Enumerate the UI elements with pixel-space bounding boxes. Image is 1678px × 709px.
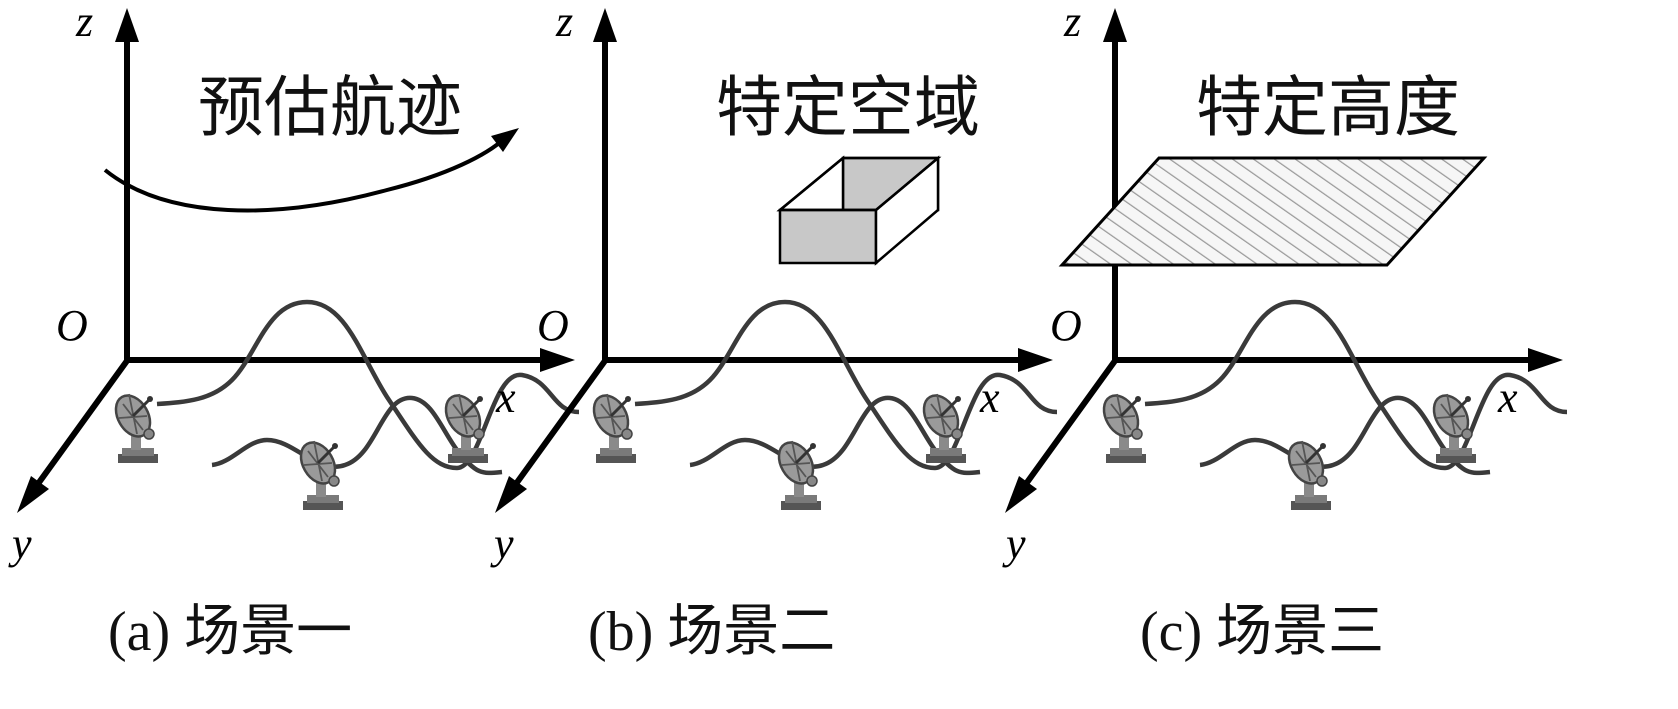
radar-icon bbox=[915, 387, 968, 465]
radar-icon bbox=[1280, 434, 1333, 512]
panel-title: 预估航迹 bbox=[198, 69, 462, 146]
estimated-trajectory bbox=[103, 136, 507, 213]
origin-label: O bbox=[1050, 301, 1082, 350]
radar-icon bbox=[292, 434, 345, 512]
airspace-box bbox=[776, 155, 942, 266]
panel-caption: (b) 场景二 bbox=[588, 601, 835, 663]
x-axis-label: x bbox=[979, 373, 1000, 422]
panel-a bbox=[17, 8, 579, 513]
origin-label: O bbox=[56, 301, 88, 350]
radar-icon bbox=[1425, 387, 1478, 465]
x-axis-label: x bbox=[1497, 373, 1518, 422]
y-axis-label: y bbox=[490, 519, 514, 568]
panel-caption: (c) 场景三 bbox=[1140, 601, 1384, 663]
radar-icon bbox=[585, 387, 638, 465]
x-axis-label: x bbox=[495, 373, 516, 422]
z-axis-label: z bbox=[555, 0, 573, 46]
radar-icon bbox=[437, 387, 490, 465]
z-axis-label: z bbox=[1063, 0, 1081, 46]
radar-icon bbox=[1095, 387, 1148, 465]
altitude-plane bbox=[1058, 156, 1488, 267]
panel-title: 特定空域 bbox=[716, 69, 980, 146]
radar-icon bbox=[107, 387, 160, 465]
origin-label: O bbox=[537, 301, 569, 350]
z-axis-label: z bbox=[75, 0, 93, 46]
y-axis-label: y bbox=[1002, 519, 1026, 568]
panel-title: 特定高度 bbox=[1196, 69, 1460, 146]
trajectory-arrowhead bbox=[491, 128, 519, 152]
radar-icon bbox=[770, 434, 823, 512]
y-axis-label: y bbox=[8, 519, 32, 568]
panel-caption: (a) 场景一 bbox=[108, 601, 352, 663]
